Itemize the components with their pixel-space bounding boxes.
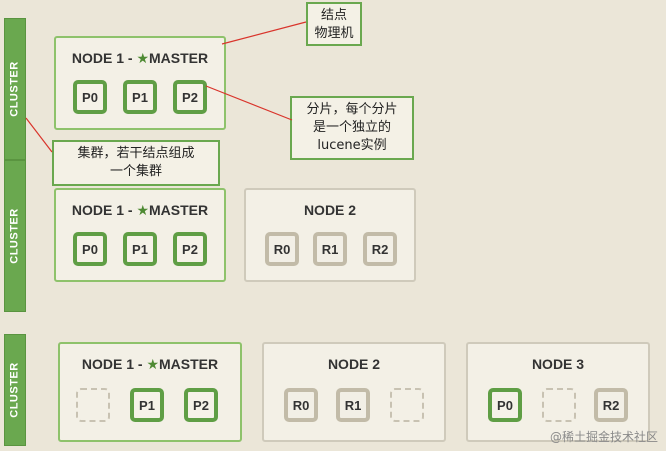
shard-r2: R2 bbox=[594, 388, 628, 422]
cluster-bar-3 bbox=[4, 334, 26, 446]
cluster-bar-1 bbox=[4, 18, 26, 160]
shard-p1: P1 bbox=[130, 388, 164, 422]
callout-cluster: 集群，若干结点组成 一个集群 bbox=[52, 140, 220, 186]
shard-p1: P1 bbox=[123, 80, 157, 114]
cluster-bar-2 bbox=[4, 160, 26, 312]
star-icon: ★ bbox=[146, 356, 159, 372]
shard-p0: P0 bbox=[73, 232, 107, 266]
arrow-shard bbox=[205, 85, 293, 121]
shard-p1: P1 bbox=[123, 232, 157, 266]
shard-p2: P2 bbox=[173, 80, 207, 114]
arrow-node bbox=[221, 21, 307, 45]
node-title: NODE 1 - ★MASTER bbox=[71, 50, 209, 66]
shard-p0: P0 bbox=[73, 80, 107, 114]
node-title: NODE 1 - ★MASTER bbox=[71, 202, 209, 218]
shard-p2: P2 bbox=[184, 388, 218, 422]
arrow-cluster bbox=[25, 117, 53, 153]
star-icon: ★ bbox=[136, 50, 149, 66]
shard-r0: R0 bbox=[265, 232, 299, 266]
node-c3-node3: NODE 3 P0 R2 bbox=[466, 342, 650, 442]
shard-r1: R1 bbox=[336, 388, 370, 422]
node-c3-node2: NODE 2 R0 R1 bbox=[262, 342, 446, 442]
shard-r1: R1 bbox=[313, 232, 347, 266]
callout-shard: 分片，每个分片 是一个独立的 lucene实例 bbox=[290, 96, 414, 160]
node-c2-node2: NODE 2 R0 R1 R2 bbox=[244, 188, 416, 282]
shard-r2: R2 bbox=[363, 232, 397, 266]
shard-empty bbox=[390, 388, 424, 422]
node-c1-node1: NODE 1 - ★MASTER P0 P1 P2 bbox=[54, 36, 226, 130]
shard-empty bbox=[542, 388, 576, 422]
shard-p0: P0 bbox=[488, 388, 522, 422]
callout-node: 结点 物理机 bbox=[306, 2, 362, 46]
shard-p2: P2 bbox=[173, 232, 207, 266]
watermark: @稀土掘金技术社区 bbox=[549, 430, 658, 444]
node-c2-node1: NODE 1 - ★MASTER P0 P1 P2 bbox=[54, 188, 226, 282]
node-title: NODE 3 bbox=[531, 356, 585, 372]
shard-r0: R0 bbox=[284, 388, 318, 422]
node-title: NODE 2 bbox=[327, 356, 381, 372]
node-title: NODE 2 bbox=[303, 202, 357, 218]
node-c3-node1: NODE 1 - ★MASTER P1 P2 bbox=[58, 342, 242, 442]
node-title: NODE 1 - ★MASTER bbox=[81, 356, 219, 372]
star-icon: ★ bbox=[136, 202, 149, 218]
shard-empty bbox=[76, 388, 110, 422]
